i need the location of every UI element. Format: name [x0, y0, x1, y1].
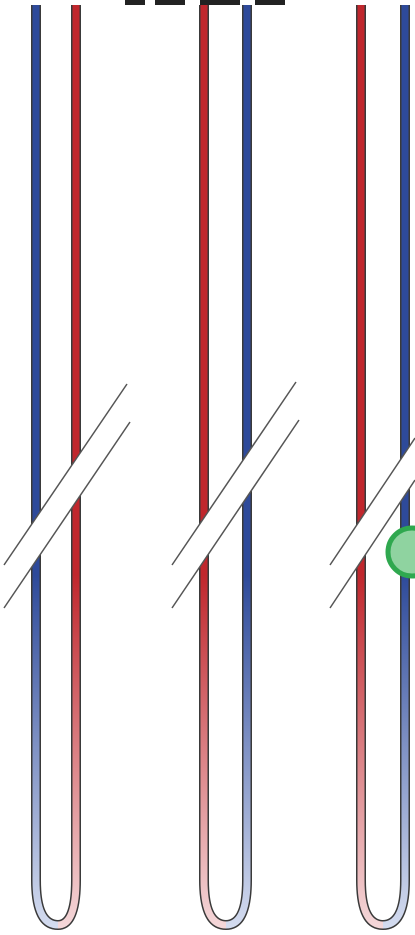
break-symbol-1 — [4, 384, 130, 608]
sensor-marker — [388, 528, 415, 576]
u-tube-loop-1 — [36, 5, 76, 925]
top-fragment — [125, 0, 285, 5]
break-symbol-2 — [172, 382, 299, 608]
